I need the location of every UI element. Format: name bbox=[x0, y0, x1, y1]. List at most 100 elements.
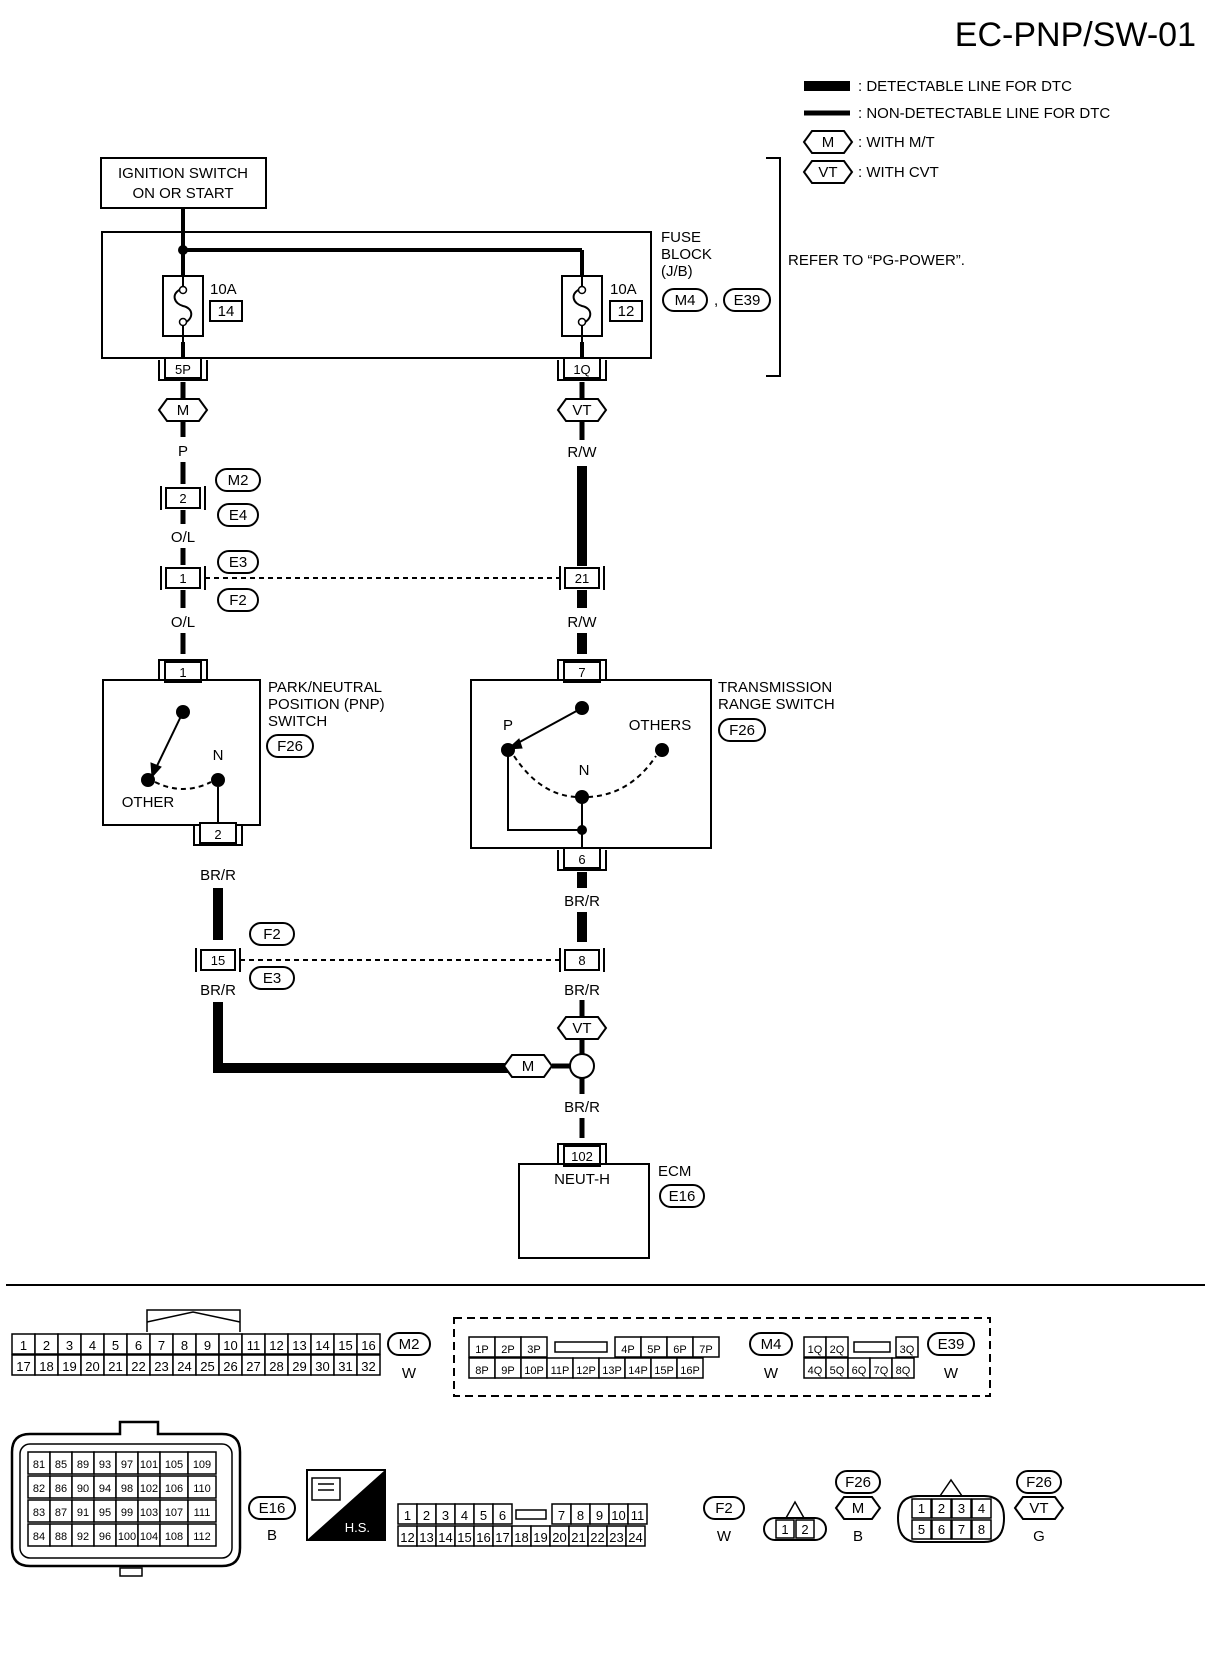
fuse-block-conn-e39: E39 bbox=[734, 292, 761, 309]
f2-row1b-pin-1: 8 bbox=[577, 1508, 584, 1523]
e39-row1a-pin-1: 2Q bbox=[830, 1344, 845, 1356]
legend-detectable-text: : DETECTABLE LINE FOR DTC bbox=[858, 78, 1072, 95]
m4-row1b-pin-0: 4P bbox=[621, 1344, 634, 1356]
f2-row2-pin-6: 18 bbox=[514, 1530, 528, 1545]
e16-pin-3-2: 92 bbox=[77, 1531, 89, 1543]
m2-row2-pin-13: 30 bbox=[315, 1359, 329, 1374]
conn-face-f26m-tag: M bbox=[852, 1500, 865, 1517]
left-pin-2: 2 bbox=[179, 491, 186, 506]
left-wire-ol2-label: O/L bbox=[171, 614, 195, 631]
fuse-left-bottom-contact bbox=[178, 317, 188, 327]
conn-face-e39-color: W bbox=[944, 1365, 959, 1382]
right-pin-21-bracket bbox=[559, 566, 605, 590]
e16-pin-2-6: 107 bbox=[165, 1507, 183, 1519]
ignition-label-line2: ON OR START bbox=[132, 185, 233, 202]
m4-row2-pin-6: 14P bbox=[628, 1365, 648, 1377]
f2-row1a-pin-2: 3 bbox=[442, 1508, 449, 1523]
f2-row1b-pin-0: 7 bbox=[558, 1508, 565, 1523]
m2-row2-pin-3: 20 bbox=[85, 1359, 99, 1374]
m2-row1-pin-2: 3 bbox=[66, 1338, 73, 1353]
e16-pin-2-2: 91 bbox=[77, 1507, 89, 1519]
trs-switch-arm bbox=[515, 707, 583, 745]
fuse-block-connectors-dashed-box bbox=[453, 1317, 991, 1397]
fuse-right-num-box bbox=[609, 300, 643, 322]
f2-row1a-pin-5: 6 bbox=[499, 1508, 506, 1523]
fuse-left-num: 14 bbox=[218, 303, 235, 320]
lower-wire-brr-left-label: BR/R bbox=[200, 982, 236, 999]
f2-row1b-cell-4 bbox=[627, 1503, 648, 1525]
refer-bracket bbox=[766, 157, 781, 377]
conn-face-m4-name: M4 bbox=[761, 1336, 782, 1353]
e16-pin-3-5: 104 bbox=[140, 1531, 158, 1543]
e16-inner bbox=[19, 1443, 233, 1559]
pnp-switch-box bbox=[102, 679, 261, 826]
f26vt-row2-pin-2: 7 bbox=[958, 1522, 965, 1537]
left-pin-1-box bbox=[165, 567, 201, 589]
m2-row1-pin-10: 11 bbox=[247, 1338, 261, 1353]
f2-row1a-pin-3: 4 bbox=[461, 1508, 468, 1523]
f26m-pin-0: 1 bbox=[781, 1522, 788, 1537]
m2-row1-pin-12: 13 bbox=[292, 1338, 306, 1353]
pnp-pin-1: 1 bbox=[179, 665, 186, 680]
m2-row2-cell-15 bbox=[356, 1354, 381, 1376]
e39-row2-cell-4 bbox=[891, 1357, 915, 1379]
hs-badge-fill bbox=[307, 1470, 385, 1540]
e16-pin-2-4: 99 bbox=[121, 1507, 133, 1519]
e16-pin-1-2: 90 bbox=[77, 1483, 89, 1495]
refer-text: REFER TO “PG-POWER”. bbox=[788, 252, 965, 269]
terminal-1q: 1Q bbox=[573, 362, 590, 377]
e16-pin-1-4: 98 bbox=[121, 1483, 133, 1495]
left-conn-e4: E4 bbox=[229, 507, 247, 524]
conn-face-f26vt-color: G bbox=[1033, 1528, 1045, 1545]
pnp-n-label: N bbox=[213, 747, 224, 764]
fuse-right-bottom-contact bbox=[577, 317, 587, 327]
terminal-5p-box bbox=[164, 357, 202, 379]
fuse-left-num-box bbox=[209, 300, 243, 322]
m2-row1-pin-0: 1 bbox=[20, 1338, 27, 1353]
m4-row1a-pin-1: 2P bbox=[501, 1344, 514, 1356]
trs-travel-dash-left bbox=[513, 755, 577, 798]
f2-row2-pin-2: 14 bbox=[438, 1530, 452, 1545]
m4-row1a-cell-2 bbox=[520, 1336, 548, 1358]
m2-row1-pin-3: 4 bbox=[89, 1338, 96, 1353]
trs-pin-6: 6 bbox=[578, 852, 585, 867]
pnp-pin-1-bracket bbox=[158, 659, 208, 680]
f2-row1a-pin-4: 5 bbox=[480, 1508, 487, 1523]
m2-lock-tab bbox=[146, 1309, 241, 1332]
m4-row1b-cell-3 bbox=[692, 1336, 720, 1358]
pnp-travel-dash bbox=[154, 781, 212, 790]
m2-lock-tab-ridge bbox=[146, 1311, 241, 1323]
m2-row1-pin-15: 16 bbox=[361, 1338, 375, 1353]
f26vt-row1-pin-2: 3 bbox=[958, 1501, 965, 1516]
m2-row2-pin-5: 22 bbox=[131, 1359, 145, 1374]
lower-conn-f2-outline bbox=[249, 922, 295, 946]
e39-key-slot bbox=[853, 1341, 891, 1353]
trs-pin-7-box bbox=[563, 661, 601, 683]
m4-row2-pin-3: 11P bbox=[551, 1365, 570, 1377]
e16-pin-1-7: 110 bbox=[193, 1483, 211, 1495]
e16-pin-0-4: 97 bbox=[121, 1459, 133, 1471]
pnp-other-contact bbox=[141, 773, 155, 787]
conn-face-m2-name-outline bbox=[387, 1332, 431, 1356]
conn-face-f26m-name-outline bbox=[835, 1470, 881, 1494]
e16-pin-2-3: 95 bbox=[99, 1507, 111, 1519]
fuse-block-conn-m4-outline bbox=[662, 288, 708, 312]
ecm-conn-e16: E16 bbox=[669, 1188, 696, 1205]
fuse-right-amp: 10A bbox=[610, 281, 637, 298]
m4-row2-pin-0: 8P bbox=[475, 1365, 488, 1377]
trs-label-line1: TRANSMISSION bbox=[718, 679, 832, 696]
e16-pin-0-7: 109 bbox=[193, 1459, 211, 1471]
m4-row2-pin-4: 12P bbox=[576, 1365, 596, 1377]
m2-row1-pin-13: 14 bbox=[315, 1338, 329, 1353]
m2-row2-pin-7: 24 bbox=[177, 1359, 191, 1374]
f2-row2-pin-12: 24 bbox=[628, 1530, 642, 1545]
page-title: EC-PNP/SW-01 bbox=[955, 16, 1196, 54]
hs-badge-label: H.S. bbox=[345, 1520, 370, 1535]
splice-circle bbox=[569, 1053, 595, 1079]
e39-row1a-cell-1 bbox=[825, 1336, 849, 1358]
m4-row1b-pin-1: 5P bbox=[647, 1344, 660, 1356]
lower-pin-15-box bbox=[200, 949, 236, 971]
f2-row1b-pin-4: 11 bbox=[631, 1508, 645, 1523]
e16-pin-3-4: 100 bbox=[118, 1531, 136, 1543]
